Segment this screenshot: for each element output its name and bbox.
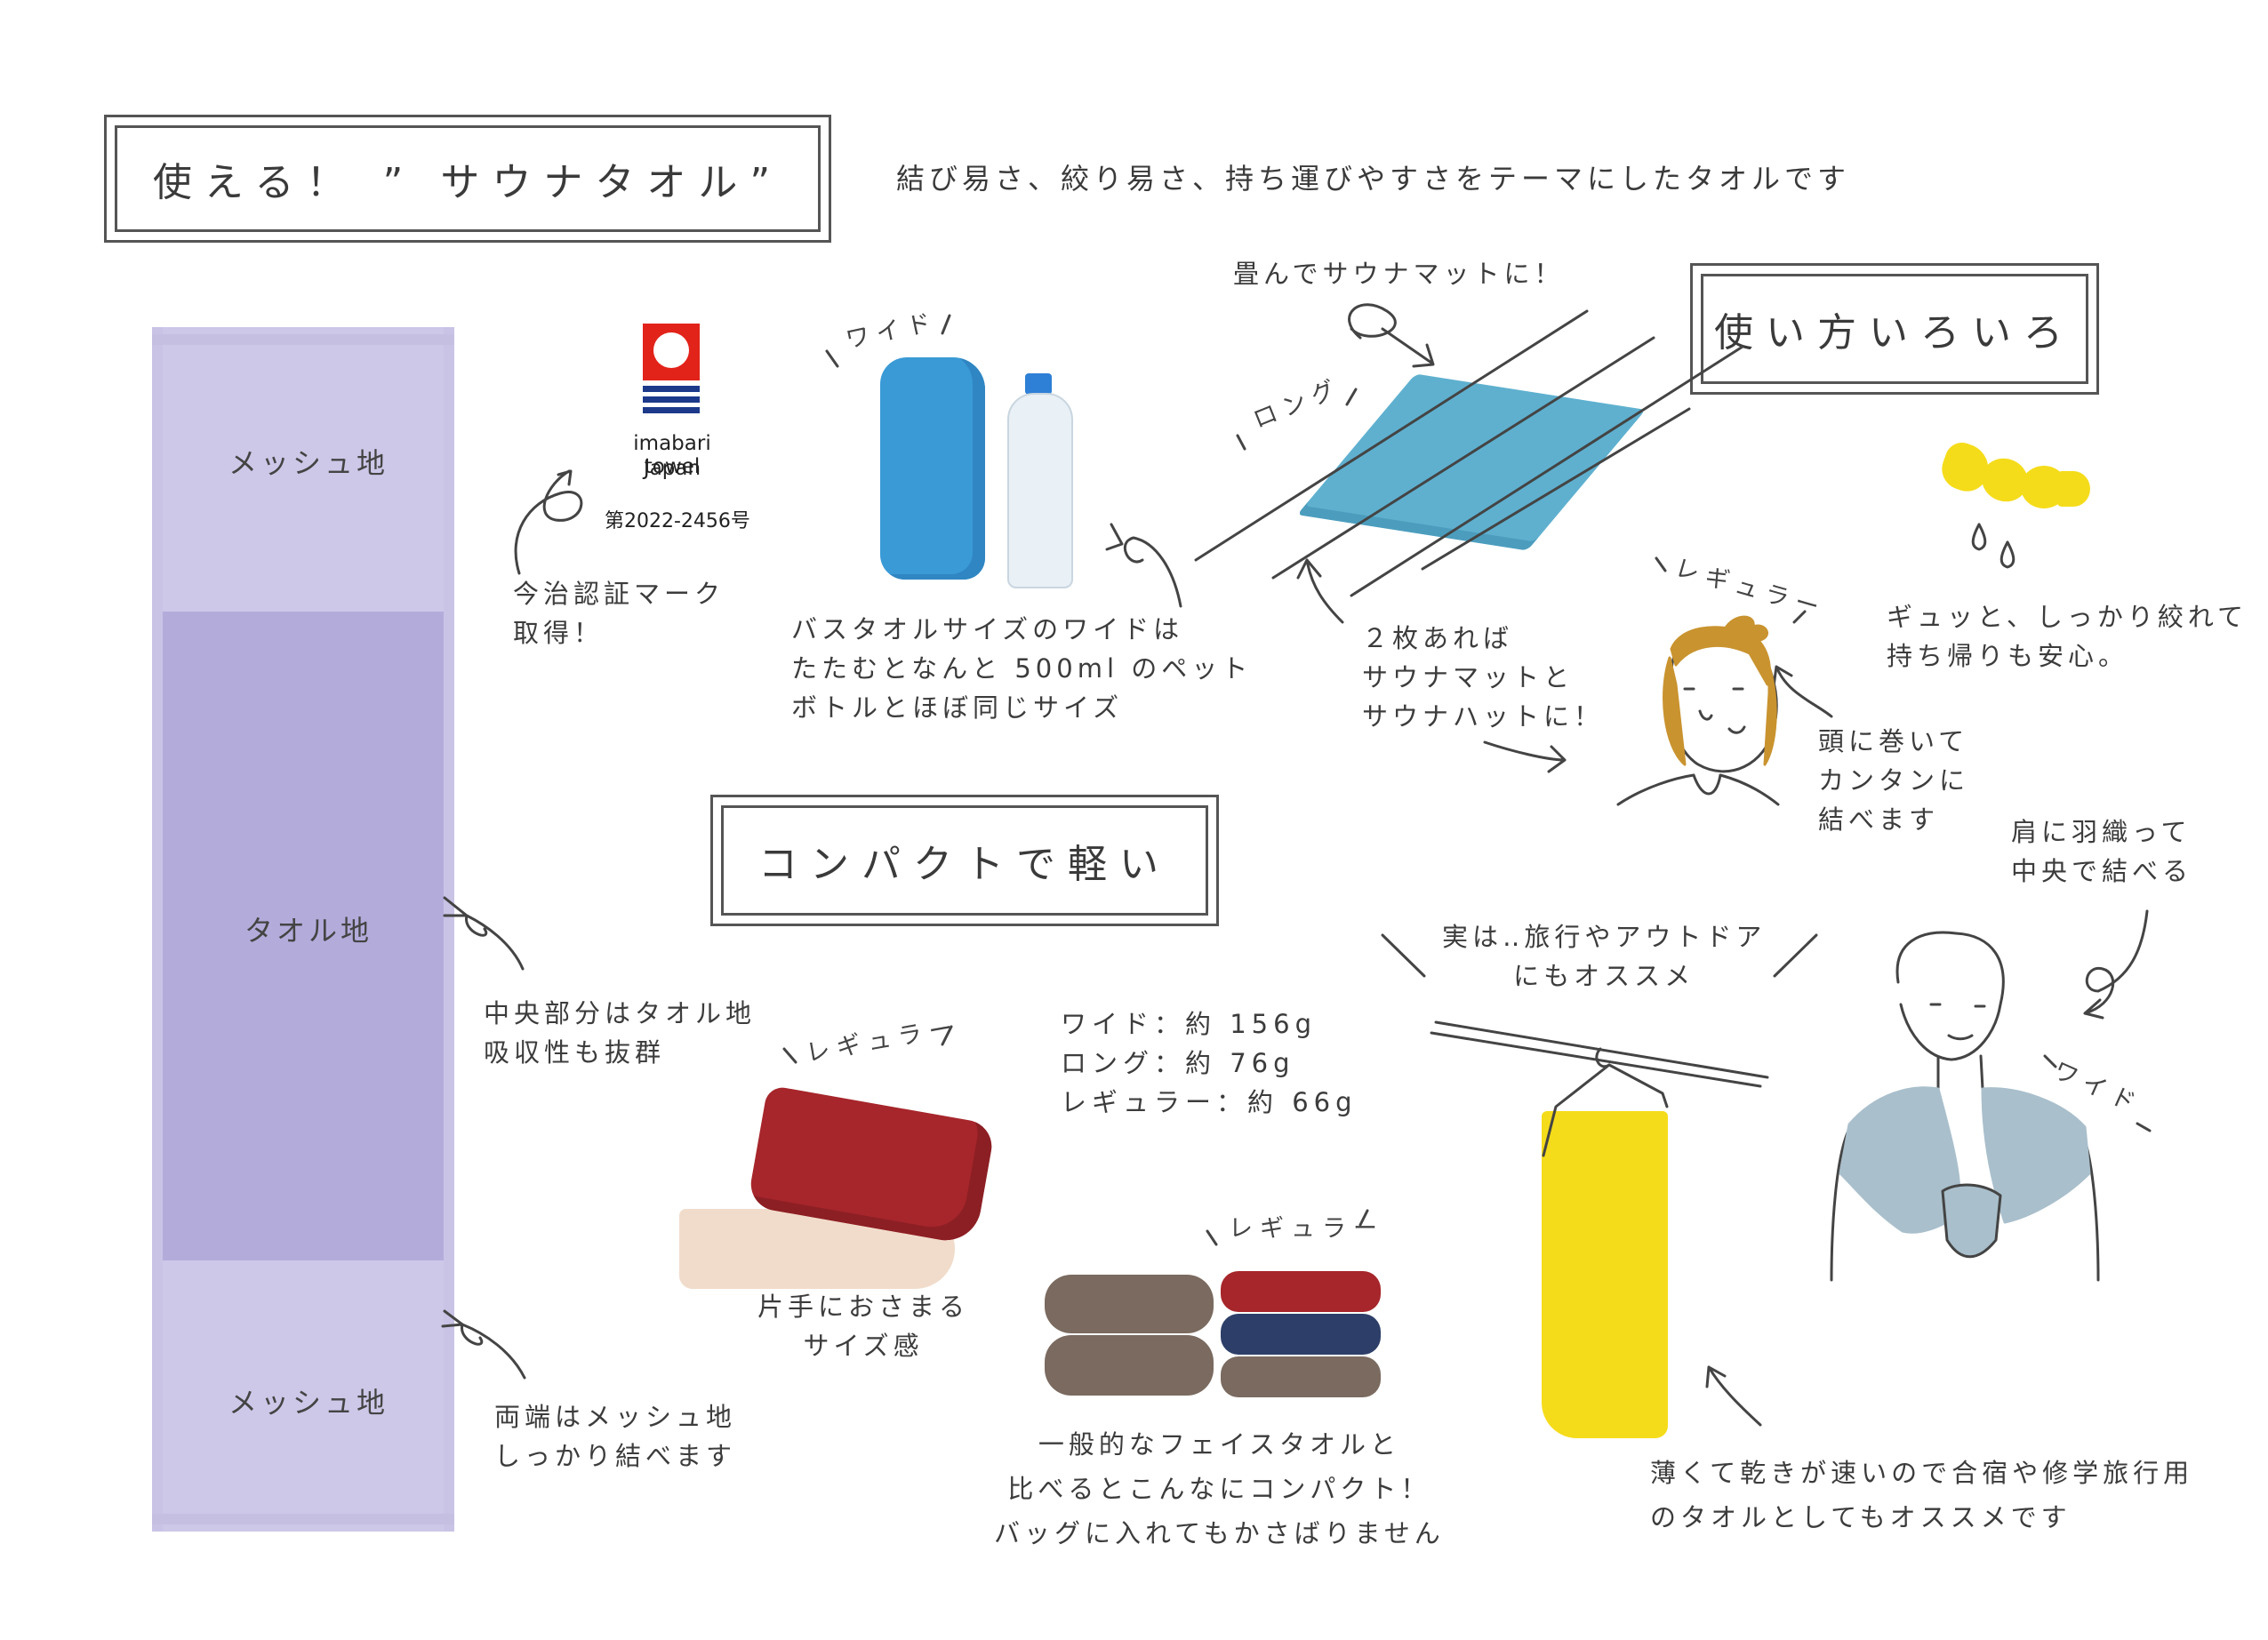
title-box: 使える！ ” サウナタオル” (115, 125, 821, 232)
title-box-outer (104, 115, 831, 243)
head-caption: 頭に巻いて カンタンに 結べます (1818, 726, 1970, 835)
head-figure (1616, 638, 1780, 806)
shoulder-text: 肩に羽織って 中央で結べる (2011, 817, 2193, 886)
arrow-icon (557, 469, 573, 486)
towel-stack-image (1045, 1271, 1382, 1397)
stack-caption: 一般的なフェイスタオルと 比べるとこんなにコンパクト！ バッグに入れてもかさばり… (994, 1429, 1445, 1548)
travel-caption: 薄くて乾きが速いので合宿や修学旅行用 のタオルとしてもオススメです (1650, 1458, 2194, 1532)
towel-middle-label: タオル地 (244, 914, 373, 948)
tagline: 結び易さ、絞り易さ、持ち運びやすさをテーマにしたタオルです (896, 162, 1851, 196)
imabari-reg-number: 第2022-2456号 (605, 510, 750, 532)
squeeze-caption: ギュッと、しっかり絞れて 持ち帰りも安心。 (1887, 602, 2248, 671)
water-bottle-image (1002, 373, 1075, 588)
arrow-icon (1483, 740, 1567, 773)
twisted-towel-image (1935, 437, 2090, 514)
yellow-hanging-towel (1542, 1111, 1668, 1438)
arrow-icon (2083, 909, 2149, 1020)
towel-top-label: メッシュ地 (228, 446, 389, 480)
towel-pile-middle (152, 612, 454, 1260)
long-caption: ２枚あれば サウナマットと サウナハットに！ (1362, 623, 1605, 732)
towel-image (152, 327, 454, 1532)
imabari-logo-line2: Japan (643, 457, 701, 480)
arrow-icon (1296, 558, 1344, 624)
both-ends-note: 両端はメッシュ地 しっかり結べます (494, 1402, 737, 1471)
water-drop-icon (1971, 523, 1987, 551)
water-drop-icon (2000, 540, 2016, 569)
shoulder-figure (1830, 931, 2100, 1282)
arrow-icon (441, 1309, 526, 1380)
imabari-note: 今治認証マーク 取得！ (513, 579, 725, 648)
fold-mat-text: 畳んでサウナマットに！ (1233, 259, 1565, 289)
arrow-icon (1772, 665, 1833, 718)
weights-text: ワイド：約 156g ロング：約 76g レギュラー：約 66g (1061, 1009, 1358, 1117)
travel-heading: 実は‥旅行やアウトドア にもオススメ (1442, 922, 1767, 991)
shawl (1839, 1086, 1961, 1234)
towel-mesh-bottom (152, 1260, 454, 1532)
page-title: 使える！ ” サウナタオル” (152, 160, 783, 205)
center-part-note: 中央部分はタオル地 吸収性も抜群 (484, 998, 757, 1068)
stack-regular-badge: レギュラー (1229, 1215, 1384, 1243)
imabari-logo-line1: imabari towel (633, 432, 711, 478)
towel-bottom-label: メッシュ地 (228, 1386, 389, 1420)
arrow-icon (443, 896, 525, 971)
compact-title: コンパクトで軽い (758, 842, 1171, 887)
usage-box: 使い方いろいろ (1701, 274, 2088, 384)
hand-caption: 片手におさまる サイズ感 (757, 1292, 970, 1361)
arrow-icon (1105, 523, 1182, 608)
wide-towel-image (880, 357, 985, 580)
arrow-icon (1705, 1365, 1762, 1427)
usage-box-outer (1690, 263, 2099, 395)
towel-mesh-top (152, 327, 454, 612)
compact-box-outer (710, 795, 1219, 926)
usage-title: 使い方いろいろ (1714, 310, 2075, 356)
arrow-icon (1348, 303, 1435, 368)
headband (1670, 626, 1771, 686)
wide-caption: バスタオルサイズのワイドは たたむとなんと 500ml のペット ボトルとほぼ同… (791, 614, 1253, 723)
imabari-logo (643, 324, 700, 421)
compact-box: コンパクトで軽い (721, 805, 1208, 916)
arrow-icon (514, 469, 583, 575)
